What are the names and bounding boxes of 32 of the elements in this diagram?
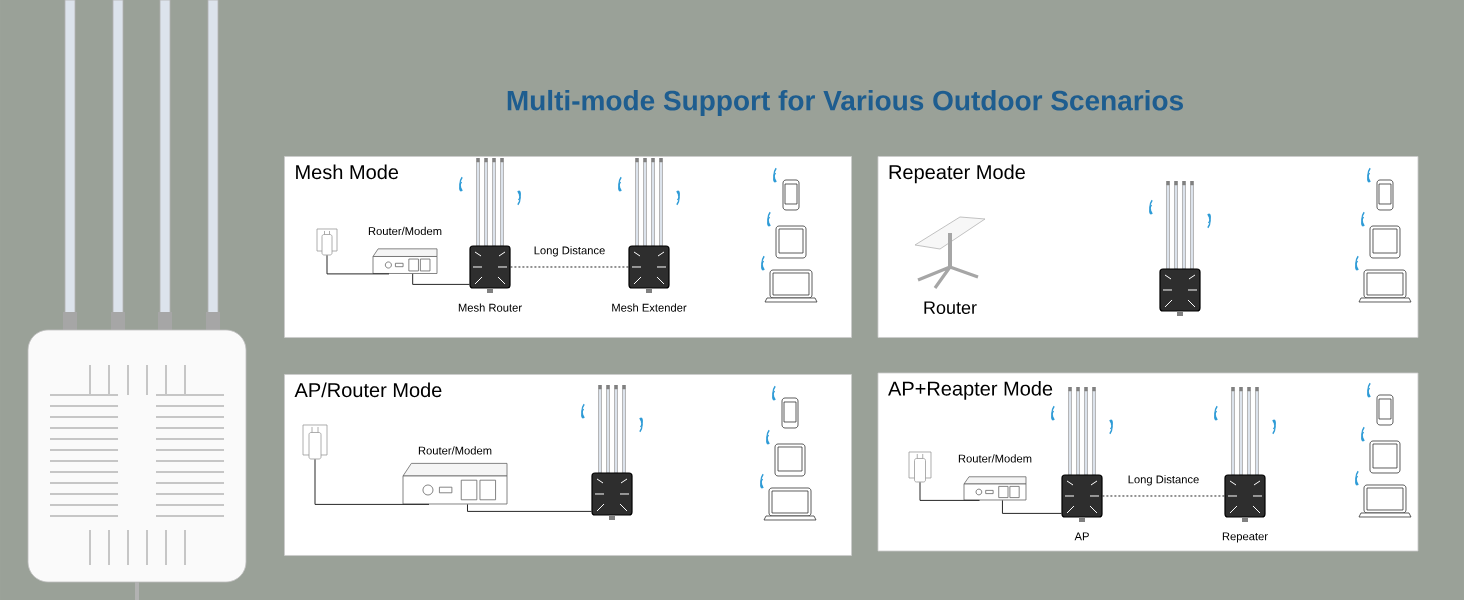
modem-drawing: Router/Modem <box>402 446 508 505</box>
modem-drawing: Router/Modem <box>368 226 442 274</box>
satellite-dish-drawing: Router <box>914 216 986 315</box>
access-point-drawing <box>1149 181 1211 316</box>
power-outlet-drawing <box>316 228 338 256</box>
access-point-drawing: Mesh Router <box>458 158 522 312</box>
power-outlet-drawing <box>908 451 932 483</box>
cable <box>919 481 980 501</box>
cable <box>509 266 630 268</box>
cable <box>412 273 471 285</box>
node-label: AP <box>1074 532 1089 541</box>
node-label: Mesh Extender <box>612 303 687 312</box>
edge-label: Long Distance <box>531 244 608 259</box>
cable <box>326 254 390 275</box>
node-label: Router/Modem <box>368 226 442 236</box>
access-point-drawing: Mesh Extender <box>612 158 687 312</box>
node-label: Mesh Router <box>458 303 522 312</box>
power-outlet-drawing <box>302 424 328 460</box>
access-point-drawing: AP <box>1051 387 1113 541</box>
access-point-drawing: Repeater <box>1214 387 1276 543</box>
node-label: Router/Modem <box>958 454 1032 463</box>
cable <box>314 458 430 505</box>
cable <box>1001 499 1063 514</box>
access-point-drawing <box>581 385 643 520</box>
edge-label: Long Distance <box>1125 473 1202 488</box>
node-label: Router <box>924 301 977 315</box>
cable <box>1101 495 1226 497</box>
title: Multi-mode Support for Various Outdoor Scenarios <box>507 89 1183 117</box>
node-label: Router/Modem <box>418 446 492 455</box>
modem-drawing: Router/Modem <box>958 454 1032 501</box>
node-label: Repeater <box>1222 532 1268 543</box>
cable <box>467 503 593 512</box>
